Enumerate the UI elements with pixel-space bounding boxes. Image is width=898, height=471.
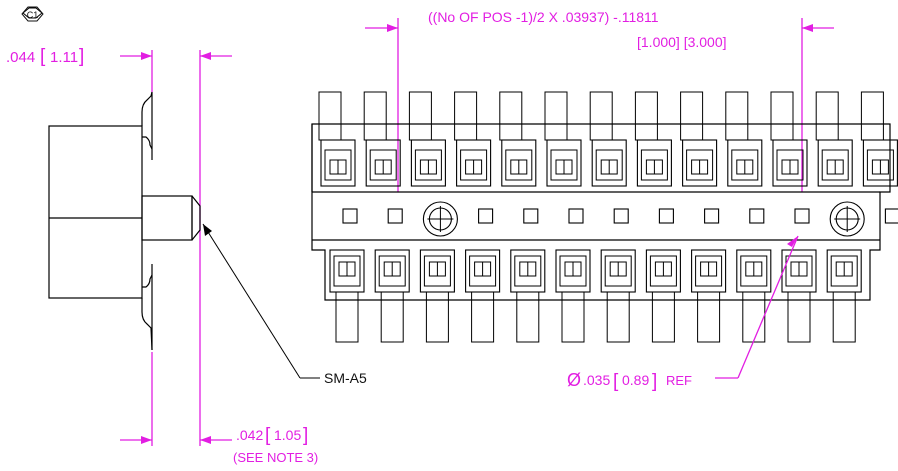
top-contact — [815, 91, 853, 187]
bottom-contact — [374, 249, 410, 343]
bottom-contact — [465, 249, 501, 343]
top-contact — [860, 91, 898, 187]
top-contact — [318, 91, 356, 187]
bottom-contact — [555, 249, 591, 343]
hole-dim-symbol: Ø — [567, 370, 581, 390]
square-window — [704, 208, 720, 224]
callout-sm-a5: SM-A5 — [202, 223, 367, 386]
mounting-holes — [422, 201, 865, 237]
dim-top-left-bracket-close: ] — [79, 46, 84, 67]
square-window — [884, 208, 898, 224]
square-window — [387, 208, 403, 224]
top-contact — [634, 91, 672, 187]
square-window — [749, 208, 765, 224]
front-view-body — [311, 123, 891, 301]
bottom-contact — [419, 249, 455, 343]
top-contact-row — [318, 91, 898, 187]
bottom-contact — [736, 249, 772, 343]
top-contact — [363, 91, 401, 187]
dim-top-left: .044 [ 1.11 ] — [6, 46, 232, 67]
bottom-contact-row — [329, 249, 862, 343]
bottom-contact — [329, 249, 365, 343]
hole-dim-ref: REF — [666, 373, 692, 388]
callout-hole-dim: Ø .035 [ 0.89 ] REF — [567, 235, 799, 392]
front-view — [311, 91, 898, 343]
bottom-contact — [510, 249, 546, 343]
dim-top-formula-text: ((No OF POS -1)/2 X .03937) -.11811 — [428, 9, 659, 25]
dim-top-formula: ((No OF POS -1)/2 X .03937) -.11811 [1.0… — [365, 9, 834, 192]
top-contact — [589, 91, 627, 187]
dim-bottom-note: (SEE NOTE 3) — [233, 450, 318, 465]
dim-top-left-mm: 1.11 — [50, 49, 78, 66]
dim-top-left-value: .044 — [6, 49, 35, 66]
dim-bottom-value: .042 — [236, 427, 263, 443]
square-window — [478, 208, 494, 224]
hole-dim-value: .035 — [583, 372, 610, 388]
bottom-contact — [600, 249, 636, 343]
top-contact — [454, 91, 492, 187]
side-view — [48, 91, 201, 351]
revision-marker: C1 — [21, 6, 44, 22]
dim-bottom-bracket-open: [ — [265, 425, 271, 446]
bottom-contact — [826, 249, 862, 343]
bottom-contact — [691, 249, 727, 343]
callout-sm-a5-label: SM-A5 — [324, 370, 367, 386]
bottom-contact — [645, 249, 681, 343]
bottom-contact — [781, 249, 817, 343]
top-contact — [499, 91, 537, 187]
mounting-hole — [422, 201, 458, 237]
dim-bottom-bracket-close: ] — [303, 425, 308, 446]
dim-bottom: .042 [ 1.05 ] (SEE NOTE 3) — [120, 425, 318, 465]
hole-dim-bracket-close: ] — [652, 371, 657, 392]
square-window — [613, 208, 629, 224]
top-contact — [680, 91, 718, 187]
mounting-hole — [829, 201, 865, 237]
square-window-row — [342, 208, 898, 224]
top-contact — [725, 91, 763, 187]
square-window — [658, 208, 674, 224]
dim-bottom-mm: 1.05 — [274, 427, 301, 443]
top-contact — [544, 91, 582, 187]
square-window — [523, 208, 539, 224]
square-window — [342, 208, 358, 224]
hole-dim-mm: 0.89 — [622, 372, 649, 388]
square-window — [568, 208, 584, 224]
top-contact — [408, 91, 446, 187]
square-window — [794, 208, 810, 224]
hole-dim-bracket-open: [ — [613, 371, 619, 392]
top-contact — [770, 91, 808, 187]
dim-top-formula-mm: [1.000] [3.000] — [637, 34, 727, 50]
dim-top-left-bracket-open: [ — [40, 46, 46, 67]
revision-marker-label: C1 — [27, 10, 39, 20]
